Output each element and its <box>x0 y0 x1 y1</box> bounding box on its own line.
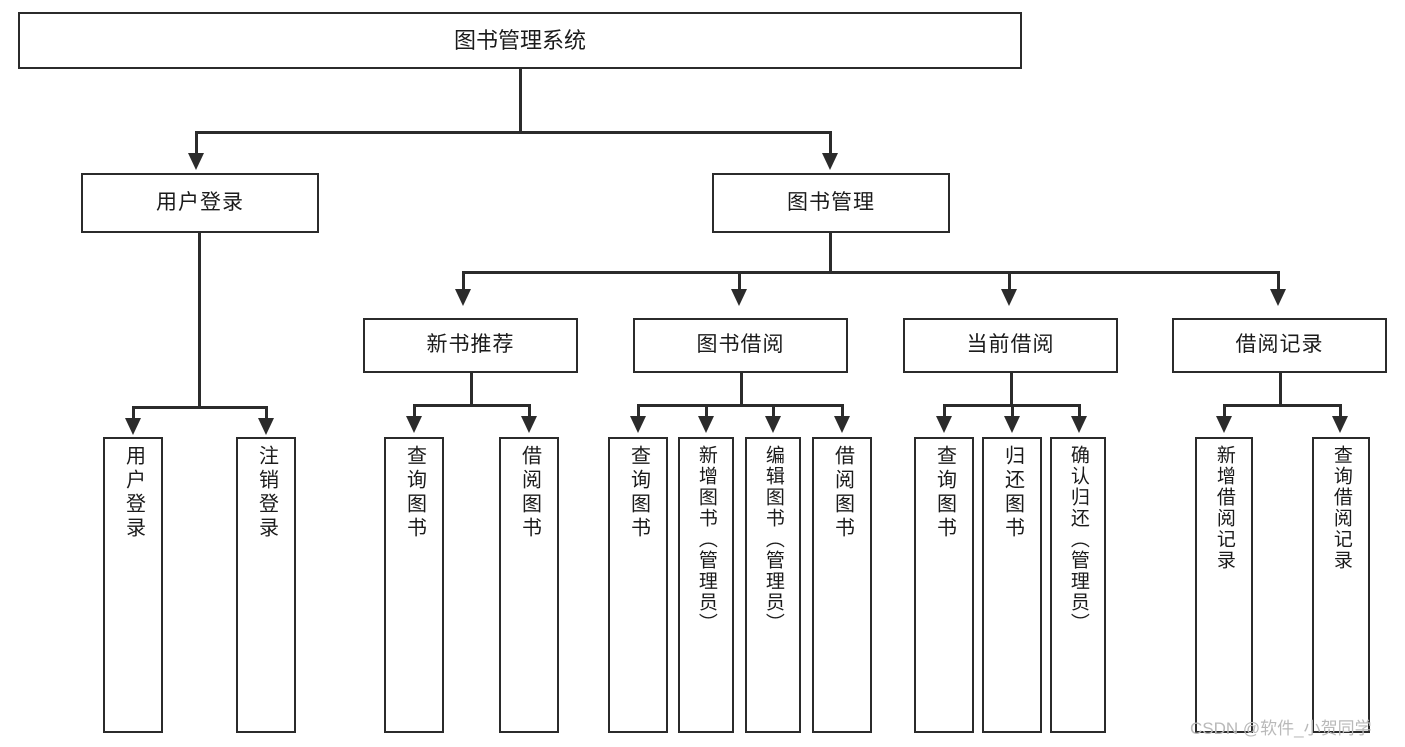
node-new-book-recommend[interactable]: 新书推荐 <box>363 318 578 373</box>
node-label: 当前借阅 <box>966 333 1055 357</box>
leaf-confirm-return[interactable]: 确认归还（管理员） <box>1050 437 1106 733</box>
connector-drop-bb-2 <box>705 404 708 418</box>
node-label: 用户登录 <box>122 445 145 541</box>
leaf-add-book[interactable]: 新增图书（管理员） <box>678 437 734 733</box>
connector-drop-new-book-recommend <box>462 271 465 291</box>
connector-drop-current-borrow <box>1008 271 1011 291</box>
arrowhead-leaf-user-login <box>125 418 141 435</box>
node-label: 借阅图书 <box>831 445 854 541</box>
connector-level3-bus <box>463 271 1280 274</box>
leaf-borrow-book-recommend[interactable]: 借阅图书 <box>499 437 559 733</box>
node-label: 确认归还（管理员） <box>1067 445 1089 634</box>
arrowhead-current-borrow <box>1001 289 1017 306</box>
arrowhead-nbr-2 <box>521 416 537 433</box>
node-book-borrow[interactable]: 图书借阅 <box>633 318 848 373</box>
connector-drop-bb-4 <box>841 404 844 418</box>
node-label: 借阅记录 <box>1235 333 1324 357</box>
arrowhead-cb-3 <box>1071 416 1087 433</box>
connector-br-bus <box>1224 404 1341 407</box>
leaf-query-borrow-record[interactable]: 查询借阅记录 <box>1312 437 1370 733</box>
connector-drop-cb-1 <box>943 404 946 418</box>
leaf-borrow-book[interactable]: 借阅图书 <box>812 437 872 733</box>
node-label: 查询图书 <box>627 445 650 541</box>
connector-book-manage-stem <box>829 233 832 273</box>
node-label: 查询图书 <box>933 445 956 541</box>
arrowhead-br-2 <box>1332 416 1348 433</box>
connector-drop-br-1 <box>1223 404 1226 418</box>
connector-bb-stem <box>740 373 743 406</box>
node-label: 图书借阅 <box>696 333 785 357</box>
connector-drop-borrow-record <box>1277 271 1280 291</box>
connector-nbr-bus <box>414 404 530 407</box>
arrowhead-cb-1 <box>936 416 952 433</box>
connector-drop-nbr-1 <box>413 404 416 418</box>
connector-br-stem <box>1279 373 1282 406</box>
leaf-logout-login[interactable]: 注销登录 <box>236 437 296 733</box>
leaf-query-book-current[interactable]: 查询图书 <box>914 437 974 733</box>
arrowhead-new-book-recommend <box>455 289 471 306</box>
arrowhead-br-1 <box>1216 416 1232 433</box>
arrowhead-borrow-record <box>1270 289 1286 306</box>
node-label: 新增图书（管理员） <box>695 445 717 634</box>
leaf-add-borrow-record[interactable]: 新增借阅记录 <box>1195 437 1253 733</box>
arrowhead-bb-1 <box>630 416 646 433</box>
connector-nbr-stem <box>470 373 473 406</box>
node-label: 归还图书 <box>1001 445 1024 541</box>
node-label: 查询图书 <box>403 445 426 541</box>
connector-drop-bb-3 <box>772 404 775 418</box>
connector-bb-bus <box>638 404 843 407</box>
connector-drop-cb-2 <box>1011 404 1014 418</box>
connector-drop-bb-1 <box>637 404 640 418</box>
watermark-text: CSDN @软件_小贺同学 <box>1190 719 1372 738</box>
leaf-return-book[interactable]: 归还图书 <box>982 437 1042 733</box>
connector-user-login-stem <box>198 233 201 408</box>
node-user-login[interactable]: 用户登录 <box>81 173 319 233</box>
connector-cb-stem <box>1010 373 1013 406</box>
node-label: 图书管理 <box>787 190 875 214</box>
arrowhead-bb-4 <box>834 416 850 433</box>
connector-root-stem <box>519 69 522 133</box>
arrowhead-cb-2 <box>1004 416 1020 433</box>
node-borrow-record[interactable]: 借阅记录 <box>1172 318 1387 373</box>
connector-drop-br-2 <box>1339 404 1342 418</box>
node-label: 新书推荐 <box>426 333 515 357</box>
arrowhead-user-login <box>188 153 204 170</box>
node-label: 新增借阅记录 <box>1213 445 1235 571</box>
arrowhead-bb-3 <box>765 416 781 433</box>
node-label: 借阅图书 <box>518 445 541 541</box>
leaf-user-login[interactable]: 用户登录 <box>103 437 163 733</box>
arrowhead-book-borrow <box>731 289 747 306</box>
connector-drop-book-borrow <box>738 271 741 291</box>
node-label: 编辑图书（管理员） <box>762 445 784 634</box>
leaf-edit-book[interactable]: 编辑图书（管理员） <box>745 437 801 733</box>
connector-drop-book-manage <box>829 131 832 157</box>
arrowhead-bb-2 <box>698 416 714 433</box>
arrowhead-nbr-1 <box>406 416 422 433</box>
connector-drop-cb-3 <box>1078 404 1081 418</box>
leaf-query-book-recommend[interactable]: 查询图书 <box>384 437 444 733</box>
node-current-borrow[interactable]: 当前借阅 <box>903 318 1118 373</box>
connector-level2-bus <box>196 131 832 134</box>
node-label: 用户登录 <box>156 190 244 214</box>
connector-drop-leaf-user-login <box>132 406 135 420</box>
node-book-manage[interactable]: 图书管理 <box>712 173 950 233</box>
arrowhead-book-manage <box>822 153 838 170</box>
arrowhead-leaf-logout <box>258 418 274 435</box>
node-label: 图书管理系统 <box>453 27 586 53</box>
node-label: 查询借阅记录 <box>1330 445 1352 571</box>
connector-user-login-bus <box>133 406 267 409</box>
node-root-system[interactable]: 图书管理系统 <box>18 12 1022 69</box>
connector-drop-user-login <box>195 131 198 157</box>
connector-drop-nbr-2 <box>528 404 531 418</box>
node-label: 注销登录 <box>255 445 278 541</box>
connector-drop-leaf-logout <box>265 406 268 420</box>
leaf-query-book-borrow[interactable]: 查询图书 <box>608 437 668 733</box>
